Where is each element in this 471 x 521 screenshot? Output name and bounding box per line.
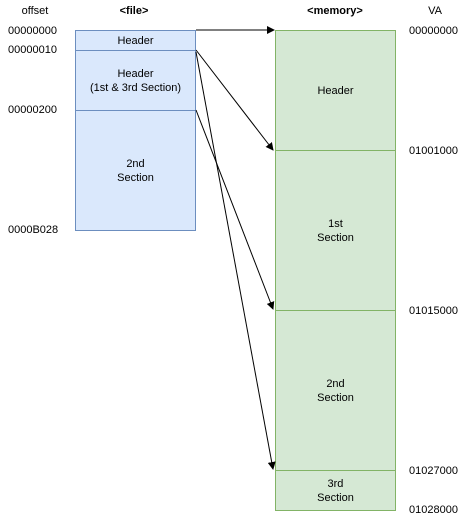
first-section-mapping-arrow xyxy=(195,49,274,151)
va-column-header: VA xyxy=(428,5,442,17)
virtual-address-label: 01028000 xyxy=(409,504,458,516)
file-offset-label: 00000000 xyxy=(8,25,57,37)
memory-2nd-section-segment: 2nd Section xyxy=(275,310,396,471)
memory-3rd-section-segment: 3rd Section xyxy=(275,470,396,511)
second-section-mapping-arrow xyxy=(195,109,275,310)
offset-column-header: offset xyxy=(21,5,49,17)
third-section-mapping-arrow xyxy=(195,51,276,470)
memory-column-header: <memory> xyxy=(307,5,363,17)
file-offset-label: 00000200 xyxy=(8,104,57,116)
virtual-address-label: 01027000 xyxy=(409,465,458,477)
file-column-header: <file> xyxy=(119,5,149,17)
virtual-address-label: 01015000 xyxy=(409,305,458,317)
file-offset-label: 0000B028 xyxy=(8,224,59,236)
virtual-address-label: 00000000 xyxy=(409,25,458,37)
virtual-address-label: 01001000 xyxy=(409,145,458,157)
file-offset-label: 00000010 xyxy=(8,44,57,56)
file-2nd-section-segment: 2nd Section xyxy=(75,110,196,231)
